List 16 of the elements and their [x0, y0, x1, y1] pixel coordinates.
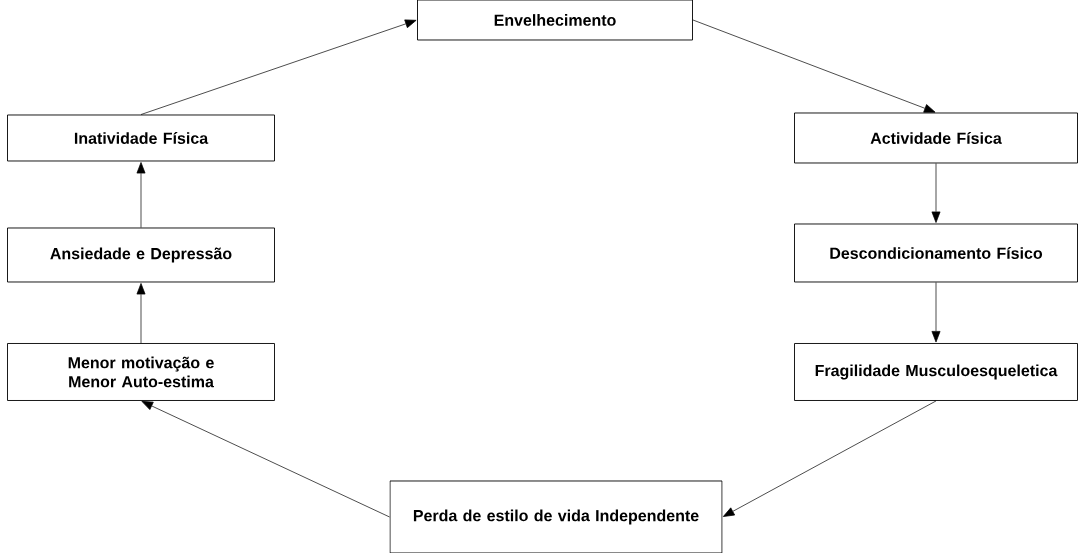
arrow	[931, 163, 941, 223]
process-box: Actividade Física	[794, 112, 1078, 164]
process-box: Inatividade Física	[7, 114, 275, 162]
arrow	[140, 19, 417, 115]
arrow	[141, 401, 390, 518]
arrow	[723, 400, 937, 517]
process-box: Envelhecimento	[417, 0, 693, 41]
arrow	[136, 162, 146, 228]
process-box: Fragilidade Musculoesqueletica	[794, 343, 1078, 401]
process-box: Ansiedade e Depressão	[7, 227, 275, 283]
process-box: Perda de estilo de vida Independente	[389, 480, 723, 553]
process-box: Descondicionamento Físico	[794, 223, 1078, 283]
process-box: Menor motivação e Menor Auto-estima	[7, 343, 275, 401]
arrow	[692, 19, 936, 113]
arrow	[136, 283, 146, 344]
arrow	[931, 282, 941, 343]
